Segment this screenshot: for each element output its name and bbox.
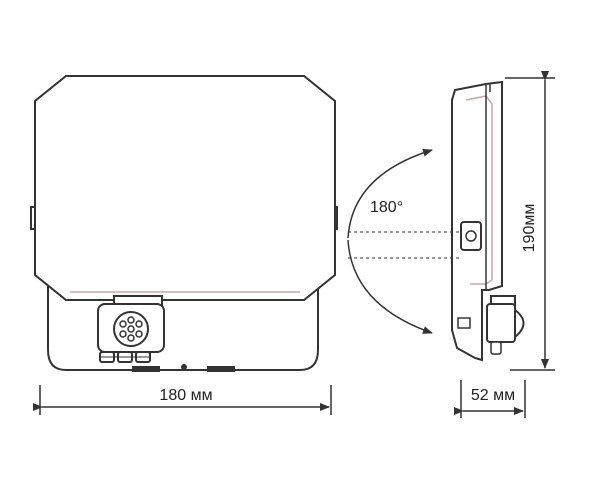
front-view (30, 75, 338, 372)
cable-slot-right (207, 366, 235, 372)
depth-dimension (454, 380, 526, 418)
height-dimension (505, 71, 555, 371)
rotation-arc-lower (347, 239, 433, 334)
rotation-indicator (347, 148, 462, 334)
vent-dot (181, 364, 187, 370)
side-view (451, 80, 525, 362)
motion-sensor-lens (113, 311, 149, 347)
rotation-axis-dashed (348, 231, 462, 259)
width-dimension (33, 385, 332, 415)
width-label: 180 мм (159, 387, 212, 404)
rotation-label: 180° (370, 199, 403, 216)
cable-slot-left (132, 366, 160, 372)
side-sensor-dome (514, 307, 525, 340)
side-sensor-body (486, 303, 516, 343)
sensor-adjust-knobs (99, 351, 151, 363)
rotation-arc-upper (347, 148, 433, 239)
main-panel (34, 75, 336, 301)
pivot-bolt (465, 230, 477, 242)
depth-label: 52 мм (471, 387, 515, 404)
height-label: 190мм (521, 204, 538, 253)
